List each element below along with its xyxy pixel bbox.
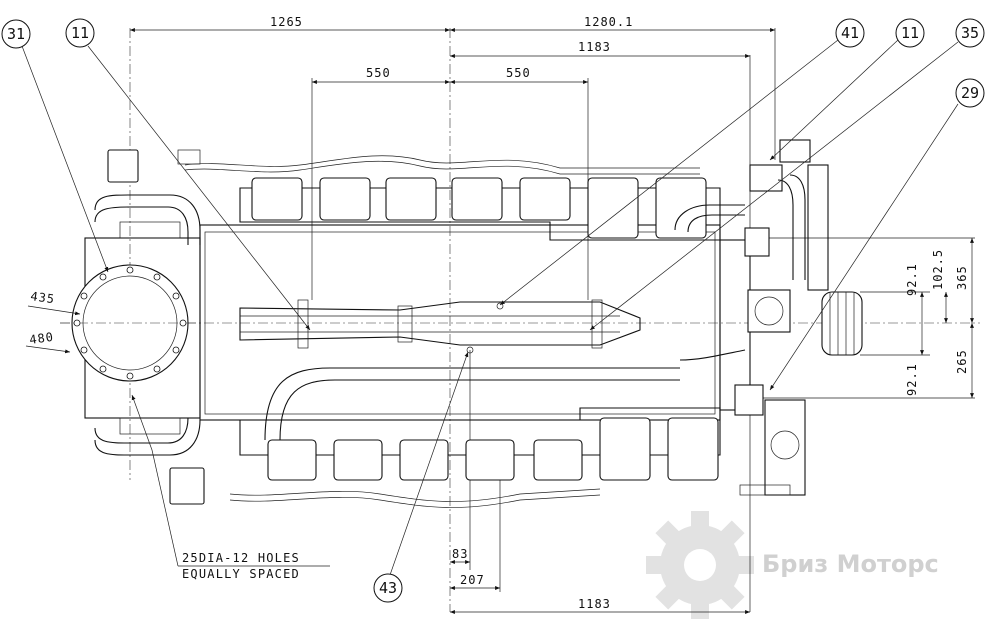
- dim-1183-bottom: 1183: [578, 597, 611, 611]
- dim-102-5: 102.5: [931, 249, 945, 290]
- svg-text:43: 43: [379, 579, 397, 597]
- lower-cylinder-heads: [267, 417, 719, 481]
- dim-550-left: 550: [366, 66, 391, 80]
- watermark-logo: Бриз Моторс: [646, 511, 939, 619]
- dim-550-right: 550: [506, 66, 531, 80]
- dim-1183-top: 1183: [578, 40, 611, 54]
- left-pipes: [94, 149, 680, 505]
- balloon-29: 29: [955, 78, 985, 108]
- balloon-31: 31: [1, 19, 31, 49]
- dim-435: 435: [30, 289, 56, 306]
- balloon-11-left: 11: [65, 18, 95, 48]
- balloon-35: 35: [955, 18, 985, 48]
- dim-480: 480: [28, 330, 54, 347]
- dim-92-1-top: 92.1: [905, 263, 919, 296]
- top-dimensions: 1265 1280.1 1183 550 550: [130, 15, 775, 84]
- balloon-11-right: 11: [895, 18, 925, 48]
- brand-name: Бриз Моторс: [762, 550, 939, 578]
- dim-365: 365: [955, 265, 969, 290]
- dim-1265: 1265: [270, 15, 303, 29]
- dim-1280-1: 1280.1: [584, 15, 633, 29]
- svg-text:31: 31: [7, 25, 25, 43]
- balloon-leaders: [21, 39, 959, 576]
- dim-265: 265: [955, 349, 969, 374]
- holes-note: 25DIA-12 HOLES EQUALLY SPACED: [182, 551, 300, 581]
- gear-icon: [646, 511, 754, 619]
- engine-body: [84, 155, 721, 508]
- svg-text:35: 35: [961, 24, 979, 42]
- svg-text:29: 29: [961, 84, 979, 102]
- svg-text:11: 11: [71, 24, 89, 42]
- flange-bolt-holes: [73, 266, 187, 380]
- dim-207: 207: [460, 573, 485, 587]
- holes-note-line1: 25DIA-12 HOLES: [182, 551, 300, 565]
- dim-83: 83: [452, 547, 468, 561]
- bottom-dimensions: 83 207 1183: [450, 547, 750, 614]
- svg-text:41: 41: [841, 24, 859, 42]
- flange-diameter-dimensions: 435 480: [25, 289, 81, 354]
- flywheel-flange: [60, 264, 200, 382]
- right-vertical-dimensions: 92.1 92.1 102.5 365 265: [905, 238, 974, 398]
- upper-cylinder-heads: [251, 177, 707, 239]
- balloon-41: 41: [835, 18, 865, 48]
- dim-92-1-bottom: 92.1: [905, 363, 919, 396]
- holes-note-line2: EQUALLY SPACED: [182, 567, 300, 581]
- balloon-43: 43: [373, 573, 403, 603]
- svg-text:11: 11: [901, 24, 919, 42]
- front-end-accessories: [674, 139, 863, 496]
